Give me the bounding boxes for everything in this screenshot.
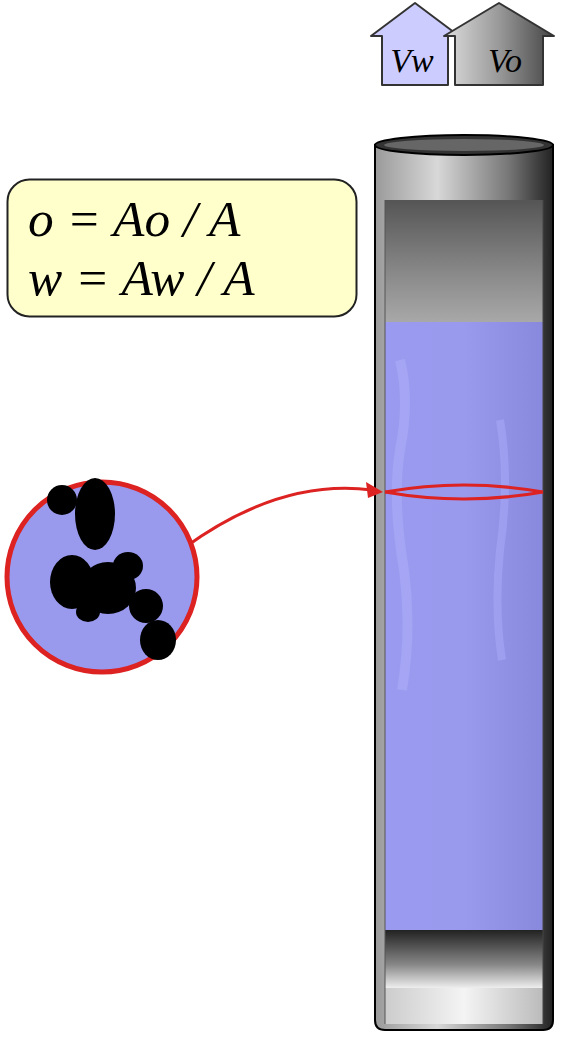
formula-box: o = Ao / Aw = Aw / A — [6, 178, 358, 318]
formula-text: o = Ao / A — [28, 189, 344, 248]
flow-arrow: Vo — [443, 2, 555, 86]
flow-arrow: Vw — [370, 2, 460, 86]
velocity-label: Vo — [488, 41, 522, 80]
velocity-label: Vw — [390, 41, 433, 80]
formula-text: w = Aw / A — [28, 248, 344, 307]
